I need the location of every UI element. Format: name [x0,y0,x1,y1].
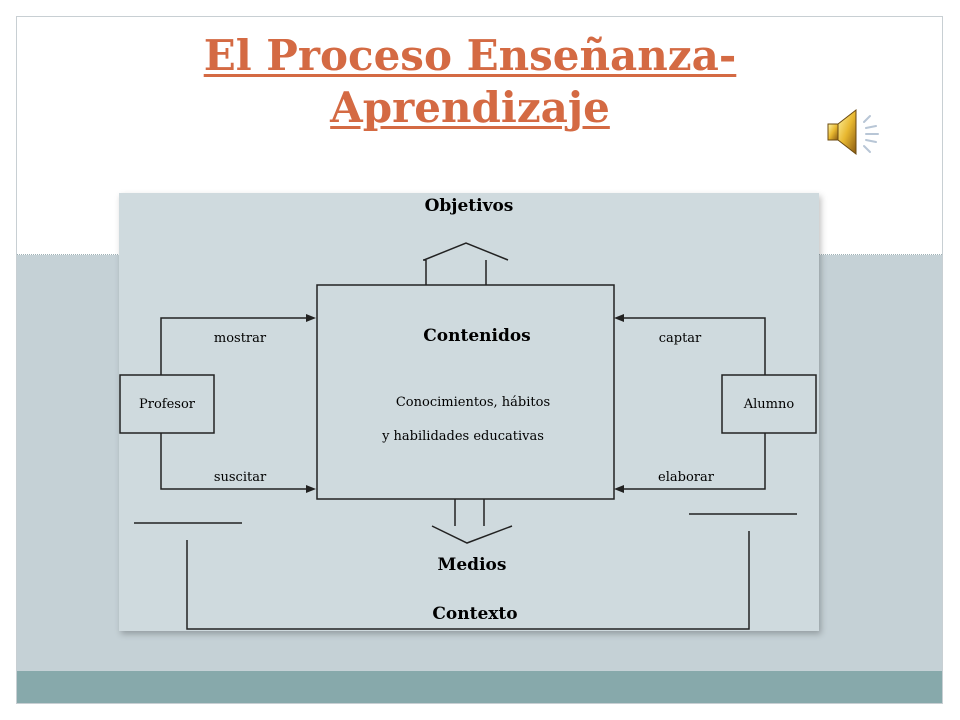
contenidos-desc-line-2: y habilidades educativas [381,429,544,444]
contenidos-desc-line-1: Conocimientos, hábitos [396,395,550,410]
title-line-1: El Proceso Enseñanza- [203,31,737,80]
contenidos-label: Contenidos [423,326,531,346]
mostrar-label: mostrar [214,331,267,346]
medios-label: Medios [438,555,507,575]
elaborar-label: elaborar [658,470,715,485]
profesor-label: Profesor [139,397,196,412]
title-line-2: Aprendizaje [330,83,610,132]
footer-band [17,671,942,703]
captar-label: captar [659,331,702,346]
suscitar-label: suscitar [214,470,267,485]
objetivos-label: Objetivos [425,196,514,216]
alumno-label: Alumno [743,397,795,412]
diagram-panel: Objetivos Contenidos Conocimientos, hábi… [119,193,819,631]
speaker-icon[interactable] [822,100,886,164]
contexto-label: Contexto [432,604,517,624]
slide-title: El Proceso Enseñanza- Aprendizaje [140,30,800,134]
